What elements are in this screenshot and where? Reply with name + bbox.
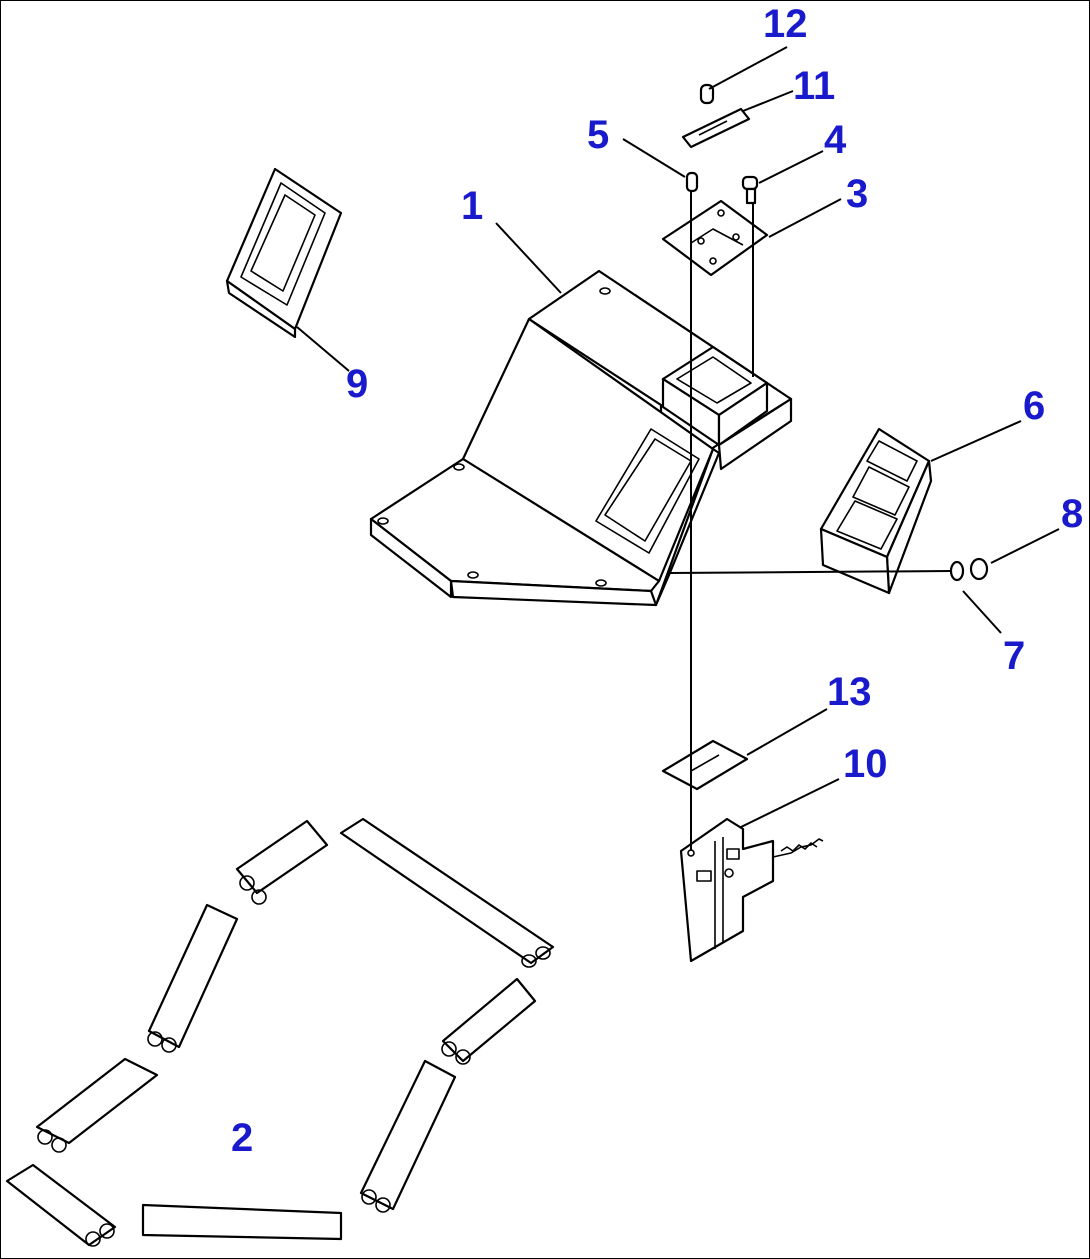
callout-8: 8: [1061, 492, 1083, 536]
callout-7: 7: [1003, 634, 1025, 678]
leader-10: [740, 778, 840, 828]
part-4-switch-knob: [741, 175, 759, 205]
callout-10: 10: [843, 742, 888, 786]
leader-lines: [296, 46, 1060, 851]
callout-9: 9: [346, 362, 368, 406]
leader-13: [746, 708, 828, 756]
leader-9: [296, 326, 350, 372]
callout-3: 3: [846, 172, 868, 216]
callout-12: 12: [763, 2, 808, 46]
callout-numbers: 1 2 3 4 5 6 7 8 9 10 11 12 13: [231, 2, 1083, 1160]
leader-4: [758, 150, 824, 184]
callout-6: 6: [1023, 384, 1045, 428]
leader-8: [990, 528, 1060, 564]
part-3-plate: [661, 199, 769, 277]
leader-1: [495, 222, 562, 294]
callout-13: 13: [827, 670, 872, 714]
part-13-small-plate: [661, 739, 749, 791]
part-6-switch-panel: [819, 427, 933, 595]
callout-11: 11: [793, 64, 835, 108]
part-1-console-panel: [369, 269, 793, 607]
leader-12: [708, 46, 788, 90]
part-7-washer: [949, 560, 965, 582]
callout-4: 4: [824, 118, 847, 162]
part-5-small-switch: [685, 171, 699, 193]
callout-2: 2: [231, 1116, 253, 1160]
leader-6: [930, 420, 1022, 462]
part-11-label-plate: [681, 107, 751, 149]
part-9-cover-pad: [225, 167, 343, 339]
assembly-line-horizontal: [668, 570, 952, 574]
leader-3: [768, 198, 842, 238]
part-2-pad-set: [5, 817, 555, 1247]
part-10-bracket: [679, 817, 824, 963]
leader-5: [622, 138, 686, 178]
leader-11: [742, 90, 794, 112]
part-8-nut: [969, 557, 989, 581]
leader-7: [962, 590, 1002, 634]
callout-1: 1: [461, 184, 483, 228]
callout-5: 5: [587, 113, 609, 157]
